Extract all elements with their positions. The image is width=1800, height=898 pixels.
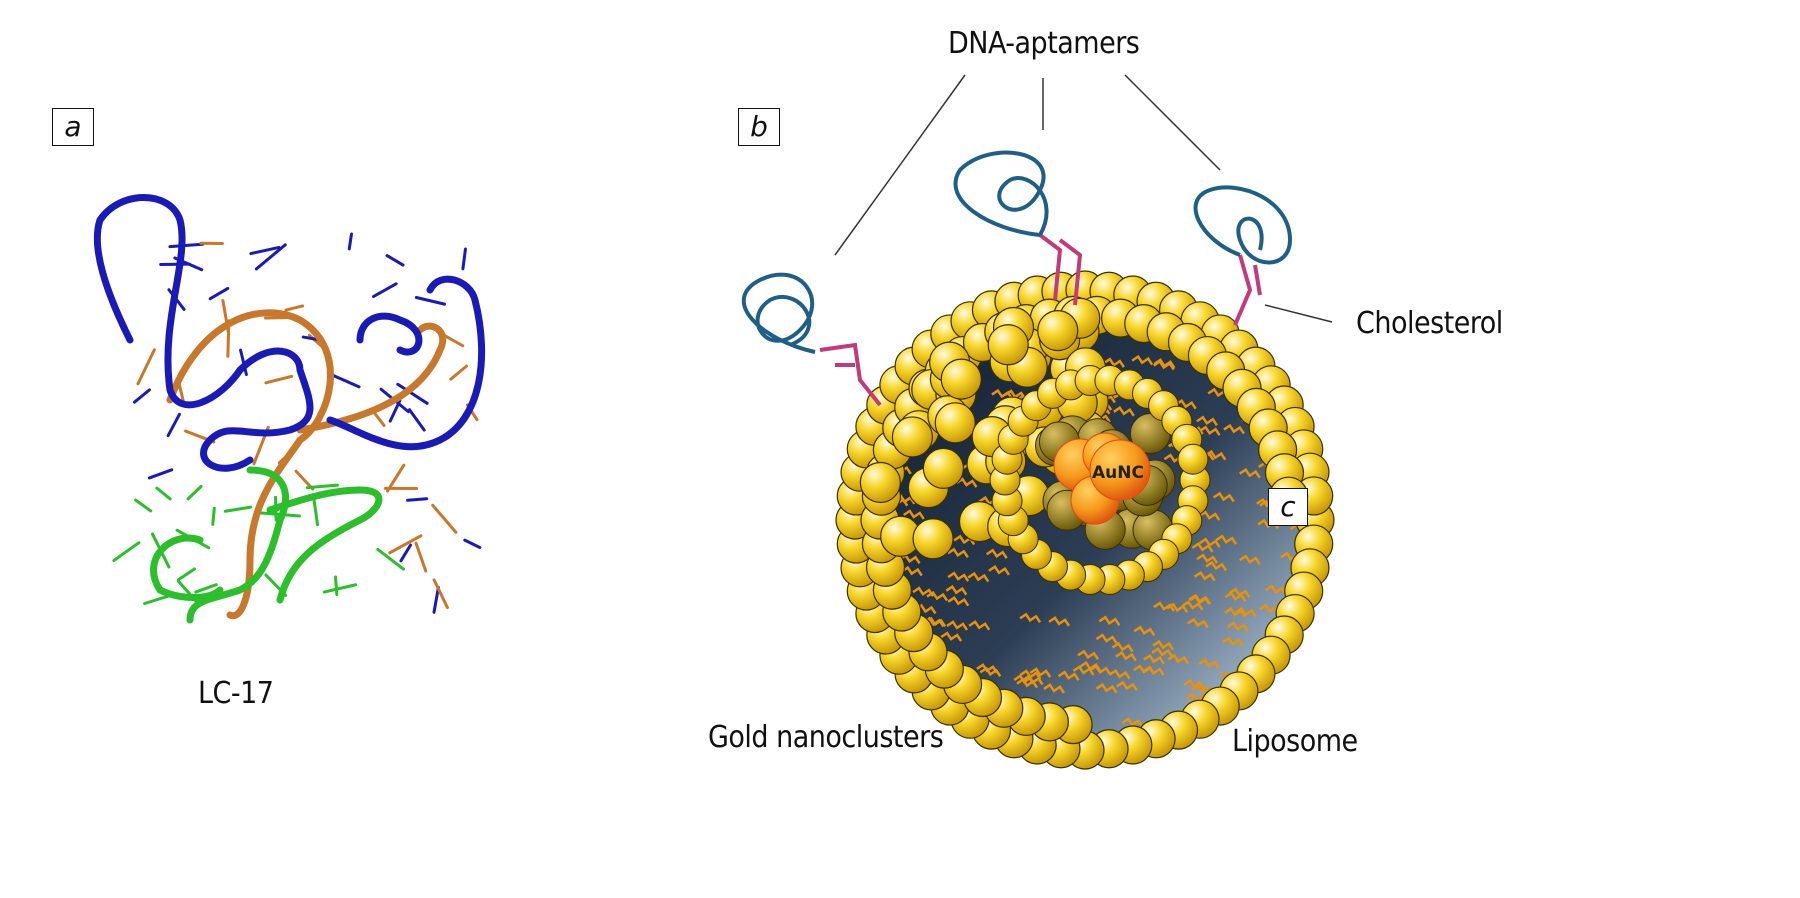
rna-base-pair bbox=[416, 543, 426, 571]
rna-base-pair bbox=[213, 508, 215, 524]
panel-a-label: a bbox=[52, 108, 94, 146]
lipid-head bbox=[860, 462, 900, 502]
liposome-label: Liposome bbox=[1232, 724, 1358, 759]
lipid-head bbox=[1038, 311, 1078, 351]
rna-base-pair bbox=[349, 234, 351, 249]
rna-base-pair bbox=[410, 410, 425, 430]
gold-nanoclusters-label: Gold nanoclusters bbox=[708, 720, 943, 755]
cholesterol-label: Cholesterol bbox=[1356, 306, 1503, 341]
rna-base-pair bbox=[463, 249, 466, 269]
lipid-head bbox=[935, 403, 975, 443]
rna-base-pair bbox=[188, 486, 201, 498]
dna-aptamers-label: DNA-aptamers bbox=[948, 26, 1139, 61]
rna-base-pair bbox=[138, 350, 154, 384]
rna-base-pair bbox=[114, 543, 139, 561]
rna-base-pair bbox=[451, 366, 467, 379]
rna-structure bbox=[97, 198, 481, 621]
inner-lipid-head bbox=[1178, 444, 1208, 474]
rna-base-pair bbox=[136, 500, 151, 511]
lipid-head bbox=[941, 359, 981, 399]
rna-base-pair bbox=[149, 470, 171, 478]
rna-base-pair bbox=[314, 497, 318, 525]
rna-base-pair bbox=[433, 505, 456, 532]
rna-base-pair bbox=[387, 256, 403, 265]
rna-base-pair bbox=[307, 485, 337, 488]
panel-b-label: b bbox=[738, 108, 780, 146]
rna-base-pair bbox=[210, 288, 228, 298]
rna-base-pair bbox=[179, 569, 195, 580]
lipid-head bbox=[923, 448, 963, 488]
rna-base-pair bbox=[225, 507, 250, 511]
rna-base-pair bbox=[157, 488, 170, 499]
aunc-label: AuNC bbox=[1092, 463, 1144, 483]
panel-c-label: c bbox=[1268, 488, 1308, 526]
rna-base-pair bbox=[336, 577, 337, 595]
rna-base-pair bbox=[373, 284, 396, 297]
liposome-illustration: AuNC bbox=[744, 153, 1334, 769]
rna-base-pair bbox=[286, 306, 303, 310]
rna-base-pair bbox=[408, 499, 427, 501]
rna-base-pair bbox=[324, 585, 355, 592]
lipid-head bbox=[988, 325, 1028, 365]
rna-base-pair bbox=[434, 587, 438, 612]
rna-base-pair bbox=[465, 540, 480, 547]
rna-base-pair bbox=[134, 390, 149, 402]
lc17-caption: LC-17 bbox=[198, 676, 273, 711]
lipid-head bbox=[892, 417, 932, 457]
rna-base-pair bbox=[416, 297, 444, 304]
rna-base-pair bbox=[168, 414, 179, 435]
rna-base-pair bbox=[266, 376, 292, 382]
lipid-head bbox=[913, 519, 953, 559]
rna-base-pair bbox=[170, 244, 203, 246]
